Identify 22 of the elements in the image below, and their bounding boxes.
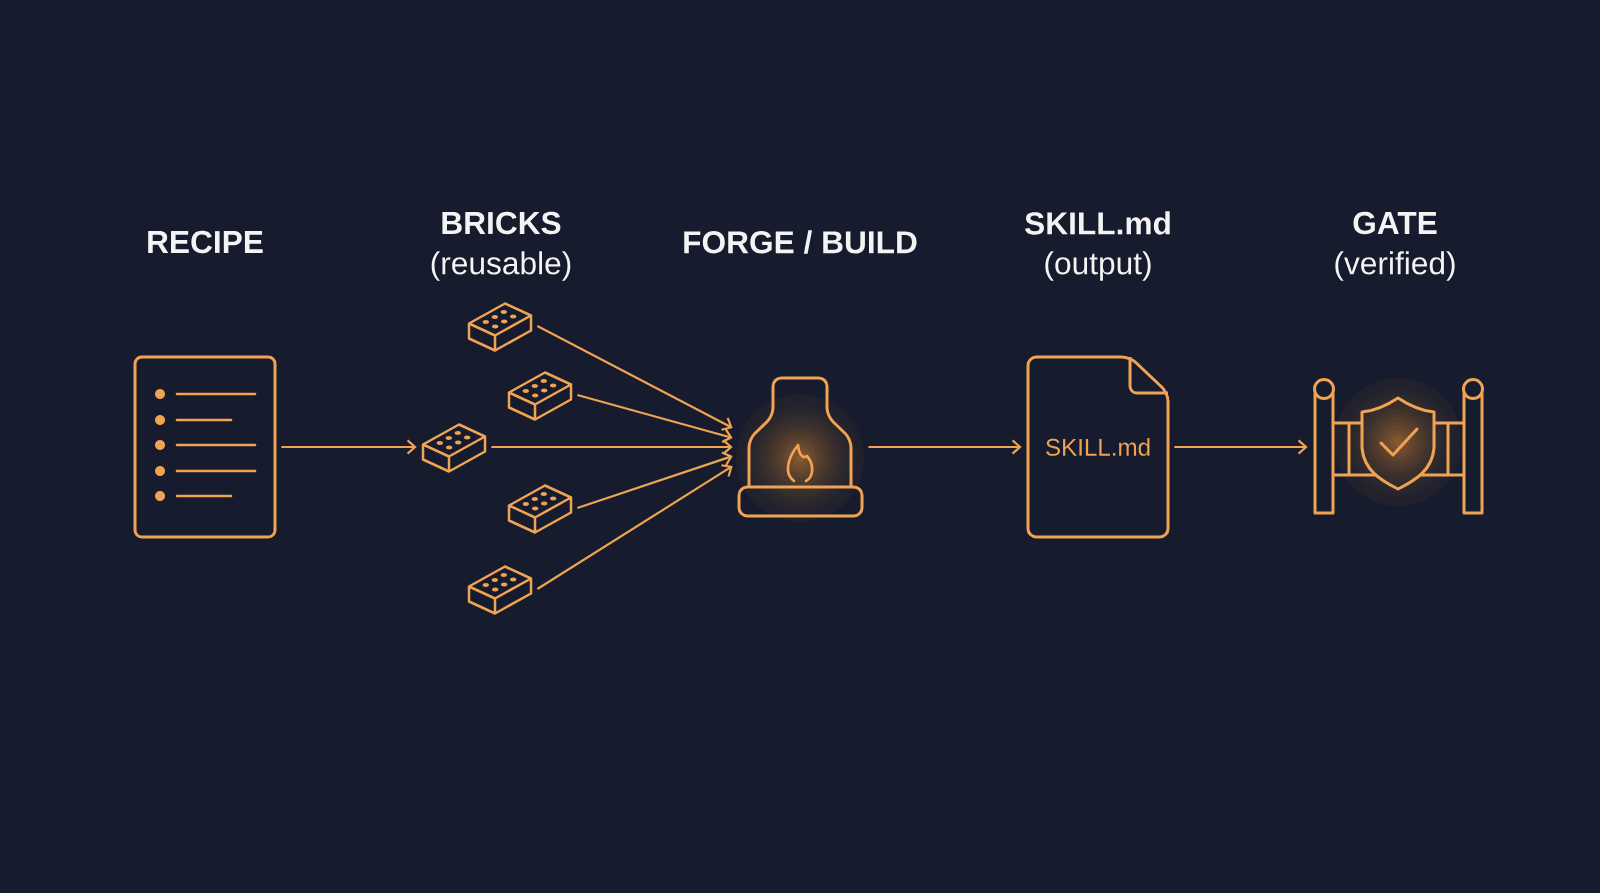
brick-icon — [421, 423, 487, 473]
brick-icon — [467, 302, 533, 352]
brick-icon — [507, 484, 573, 534]
arrow — [577, 451, 733, 509]
arrow — [868, 439, 1022, 455]
subheading: (reusable) — [431, 251, 571, 281]
heading: RECIPE — [148, 230, 263, 254]
heading: GATE — [1353, 211, 1437, 235]
arrow — [536, 464, 733, 590]
brick-icon — [467, 565, 533, 615]
arrow — [491, 439, 733, 455]
arrow — [536, 325, 733, 431]
heading: SKILL.md — [1025, 211, 1170, 235]
subheading: (output) — [1045, 251, 1151, 281]
file-box: SKILL.md — [1026, 355, 1170, 539]
arrow — [577, 393, 733, 443]
heading: FORGE / BUILD — [684, 230, 917, 254]
subheading: (verified) — [1335, 251, 1455, 281]
heading: BRICKS — [442, 211, 561, 235]
arrow — [281, 439, 417, 455]
brick-icon — [507, 371, 573, 421]
arrow — [1174, 439, 1308, 455]
